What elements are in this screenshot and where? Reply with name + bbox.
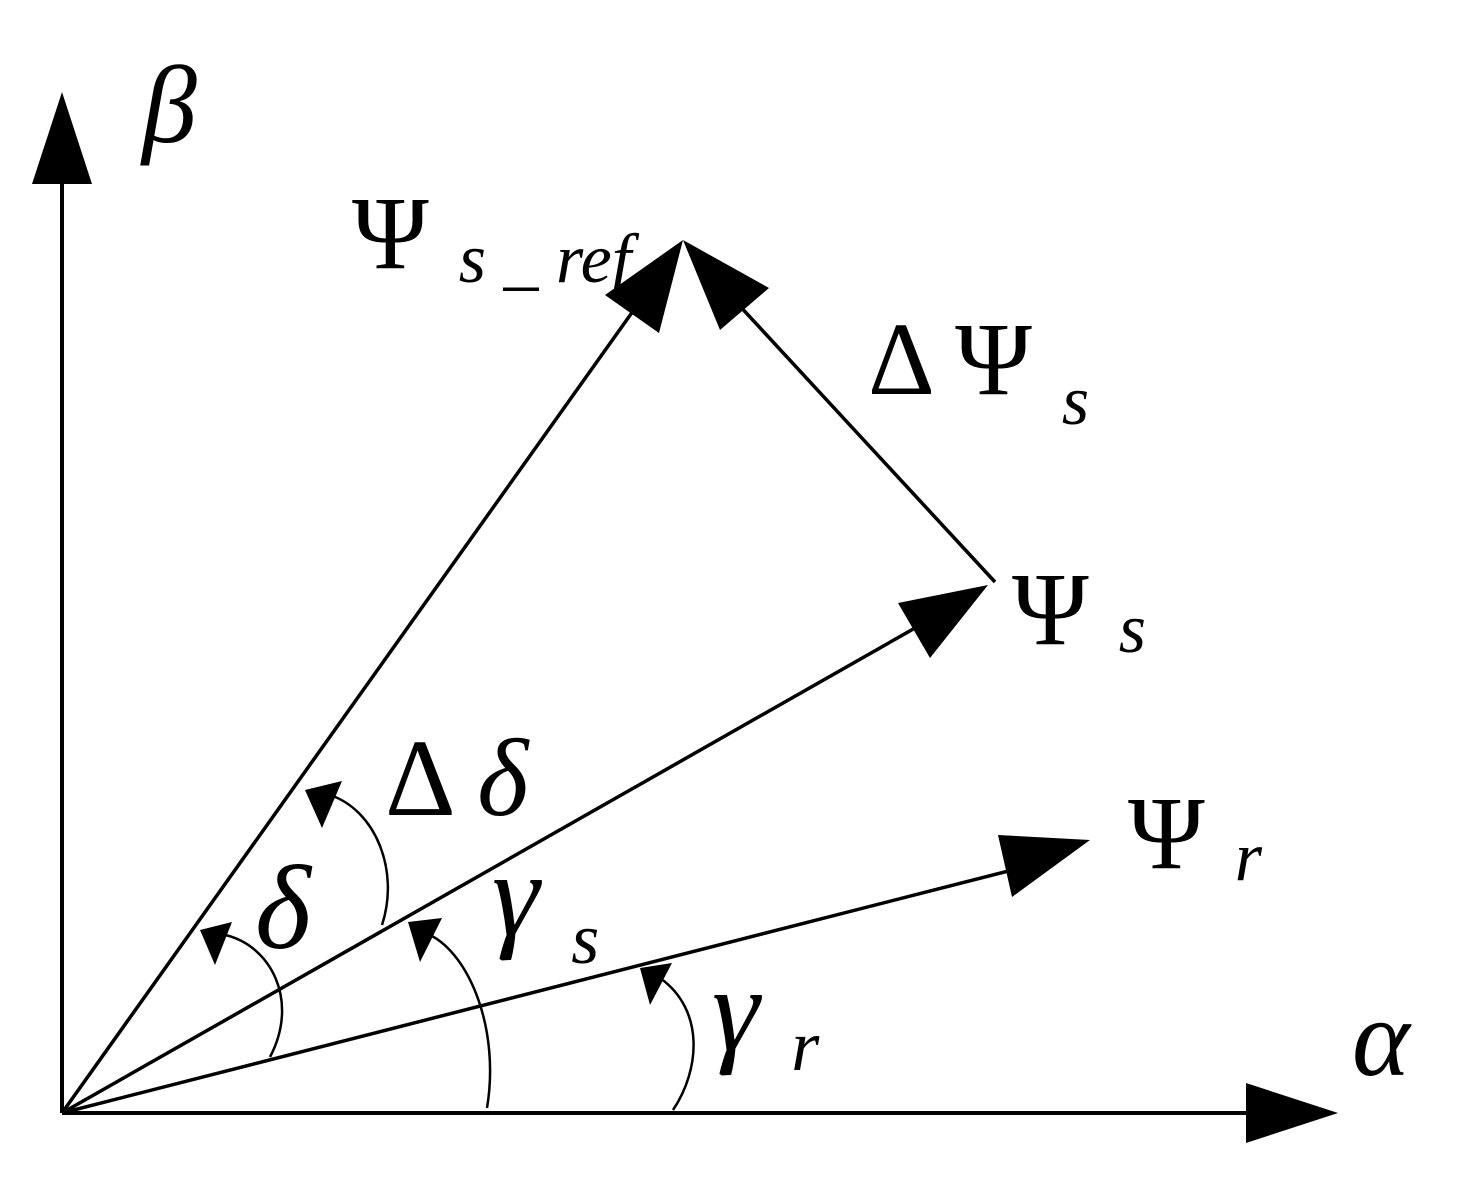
delta-arc bbox=[224, 933, 284, 1058]
psi-s-ref-vector bbox=[60, 288, 650, 1115]
psi-r-vector bbox=[61, 866, 1021, 1115]
gamma-r-subscript: r bbox=[791, 1006, 820, 1086]
delta-psi-s-subscript: s bbox=[1062, 363, 1089, 440]
angle-arcs bbox=[224, 793, 695, 1111]
psi-s-vector bbox=[61, 626, 916, 1115]
psi-s-ref-arrowhead bbox=[605, 240, 683, 333]
delta-psi-s-symbol: Ψ bbox=[955, 302, 1032, 417]
psi-s-arrowhead bbox=[898, 585, 988, 658]
gamma-s-symbol: γ bbox=[492, 828, 542, 961]
delta-delta-label: Δ δ bbox=[385, 717, 530, 839]
psi-s-ref-label: Ψ s _ ref bbox=[352, 176, 640, 298]
delta-psi-s-label: Δ Ψ s bbox=[868, 302, 1089, 440]
psi-s-ref-symbol: Ψ bbox=[352, 176, 429, 291]
psi-r-subscript: r bbox=[1235, 819, 1263, 896]
vectors bbox=[60, 288, 1021, 1115]
gamma-r-label: γ r bbox=[712, 943, 820, 1086]
psi-s-ref-subscript: s _ ref bbox=[459, 221, 640, 298]
alpha-axis-arrowhead bbox=[1246, 1083, 1338, 1143]
psi-r-symbol: Ψ bbox=[1128, 776, 1205, 891]
delta-delta-symbol: δ bbox=[477, 717, 530, 839]
gamma-s-subscript: s bbox=[571, 899, 599, 979]
delta-psi-s-arrowhead bbox=[683, 240, 769, 330]
delta-delta-arc-arrowhead bbox=[305, 781, 342, 828]
alpha-label: α bbox=[1352, 977, 1412, 1099]
delta-arc-arrowhead bbox=[200, 922, 232, 965]
beta-label: β bbox=[140, 44, 197, 166]
gamma-r-arc bbox=[659, 976, 695, 1111]
gamma-s-arc bbox=[429, 933, 492, 1109]
psi-r-arrowhead bbox=[998, 835, 1090, 897]
delta-label: δ bbox=[255, 841, 313, 974]
delta-delta-prefix: Δ bbox=[385, 717, 452, 839]
psi-r-label: Ψ r bbox=[1128, 776, 1263, 896]
gamma-r-arc-arrowhead bbox=[640, 963, 672, 1005]
delta-delta-arc bbox=[329, 793, 390, 926]
psi-s-symbol: Ψ bbox=[1012, 552, 1089, 667]
beta-axis-arrowhead bbox=[32, 92, 92, 184]
axes bbox=[60, 175, 1262, 1115]
psi-s-label: Ψ s bbox=[1012, 552, 1146, 668]
gamma-r-symbol: γ bbox=[712, 943, 762, 1076]
delta-psi-s-vector bbox=[723, 288, 997, 584]
psi-s-subscript: s bbox=[1119, 591, 1146, 668]
gamma-s-label: γ s bbox=[492, 828, 599, 979]
delta-psi-s-prefix: Δ bbox=[868, 302, 931, 417]
gamma-s-arc-arrowhead bbox=[408, 918, 442, 962]
